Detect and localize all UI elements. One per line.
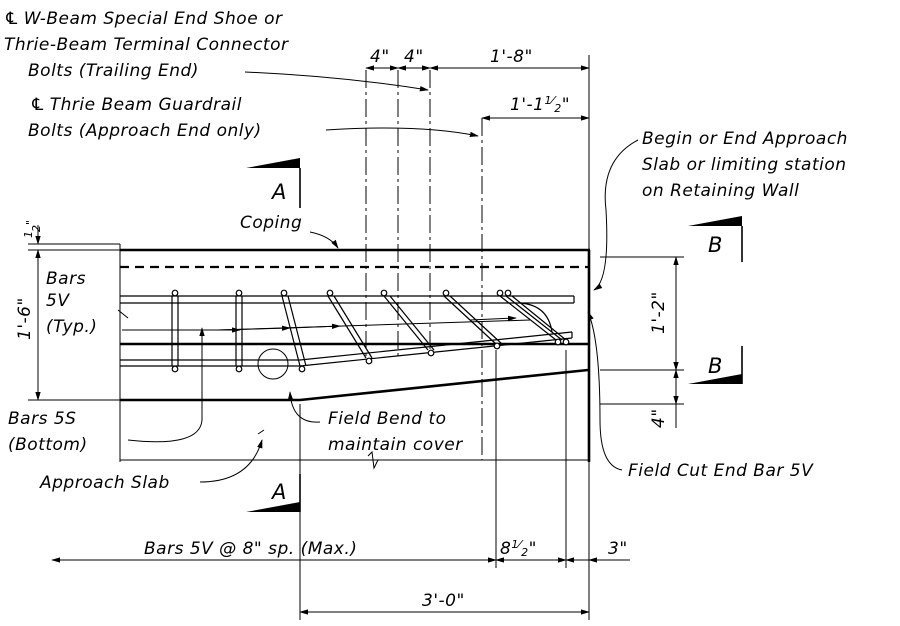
section-a-bottom-letter: A [270,480,286,504]
label-field-cut: Field Cut End Bar 5V [628,461,814,481]
dimension-text: 4" 4" 1'-8" 1'-11⁄2" 1 2 " 1'-6" 1'-2" 4… [15,47,669,611]
section-b-top: B [688,216,743,262]
dim-text-1-6: 1'-6" [15,297,35,340]
label-bars5v-2: 5V [46,291,70,311]
section-a-top-letter: A [270,180,286,204]
label-bars5s-2: (Bottom) [8,435,88,455]
label-wbeam-3: Bolts (Trailing End) [28,61,199,81]
section-a-top: A [246,158,301,208]
leader-approach-slab [199,439,263,483]
dim-text-half: 1 2 " [22,220,43,238]
leader-field-cut [587,311,623,471]
leader-begin-end [593,139,639,291]
label-wbeam-2: Thrie-Beam Terminal Connector [4,35,289,55]
leader-coping [309,231,339,249]
leader-thrie-bolts [325,127,479,138]
text-labels: ℄W-Beam Special End Shoe or Thrie-Beam T… [4,9,848,559]
dim-text-8-half: 81⁄2" [500,538,537,559]
dim-text-1-1: 1'-11⁄2" [510,94,570,115]
label-approach-slab: Approach Slab [39,473,170,493]
dim-text-3-0: 3'-0" [422,591,465,611]
dimensions [28,65,684,620]
label-bars5v-3: (Typ.) [46,317,97,337]
dim-text-1-8: 1'-8" [490,47,533,67]
label-thrie-1: ℄Thrie Beam Guardrail [30,95,242,115]
label-begin-3: on Retaining Wall [642,181,799,201]
dim-text-4c: 4" [649,408,669,428]
label-wbeam-1: ℄W-Beam Special End Shoe or [4,9,283,29]
dim-text-4a: 4" [370,47,390,67]
centerlines [365,55,590,460]
svg-text:2: 2 [30,225,43,232]
section-a-bottom: A [246,474,301,512]
dim-text-1-2: 1'-2" [649,291,669,334]
leader-wbeam-bolts [244,71,429,92]
bar-5v-inclined-2 [327,295,367,359]
section-b-bottom: B [688,346,743,384]
bar-5v-inclined-1 [281,295,301,367]
svg-text:": " [24,220,37,225]
field-cut-end-bar [519,302,553,333]
bar-5v-inclined-5 [499,295,557,341]
label-field-bend-1: Field Bend to [328,409,447,429]
label-thrie-2: Bolts (Approach End only) [28,121,262,141]
svg-text:1: 1 [22,231,35,238]
label-coping: Coping [240,213,302,233]
dim-text-4b: 4" [404,47,424,67]
label-begin-1: Begin or End Approach [642,129,848,149]
grade-break-mark [367,450,379,470]
label-bars-spacing: Bars 5V @ 8" sp. (Max.) [144,539,357,559]
bottom-bar-sloped [299,331,573,361]
section-b-bottom-letter: B [708,354,722,378]
leader-bars-5s [127,327,205,443]
leader-field-bend [287,391,321,423]
dim-text-3: 3" [608,539,628,559]
label-field-bend-2: maintain cover [328,435,463,455]
slab-bottom-taper [299,368,589,402]
leaders [117,71,639,483]
bar-dots [171,289,570,373]
bar-5v-inclined-3 [383,295,429,351]
reinforcement [120,289,575,380]
label-begin-2: Slab or limiting station [642,155,847,175]
section-b-top-letter: B [708,233,722,257]
section-marks: A A B B [246,158,743,512]
label-bars5v-1: Bars [46,269,86,289]
field-bend-callout-circle [257,348,289,380]
label-bars5s-1: Bars 5S [8,409,76,429]
